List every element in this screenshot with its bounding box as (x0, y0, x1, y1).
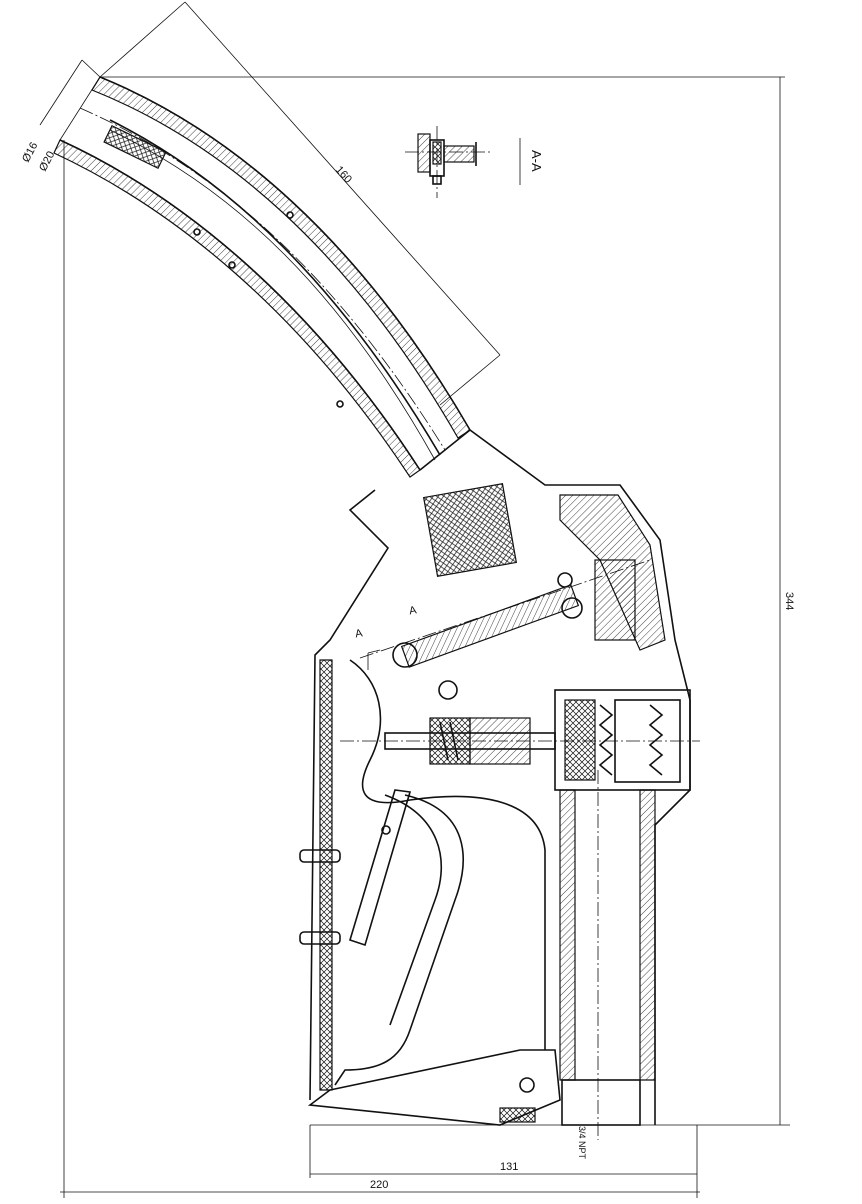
dim-handle-width: 131 (500, 1161, 518, 1173)
dim-total-width: 220 (370, 1179, 388, 1191)
dim-height: 344 (783, 592, 795, 610)
section-markers: A A (354, 604, 418, 670)
bottom-dimensions: 131 220 (309, 1125, 698, 1198)
spout-spring-dot (286, 211, 294, 219)
section-detail: A-A (405, 126, 544, 198)
dimension-frame (60, 76, 790, 1198)
upper-housing (309, 428, 691, 1125)
dim-diameter-16: Ø16 (20, 140, 40, 164)
section-mark-lower: A (354, 627, 364, 640)
section-mark-upper: A (408, 604, 418, 617)
guard-pins (299, 849, 341, 945)
main-valve (340, 680, 700, 791)
trigger-lever (334, 789, 464, 1086)
thread-label: 3/4 NPT (577, 1126, 587, 1160)
spout (53, 76, 471, 478)
dim-spout-length: 160 (333, 164, 354, 186)
section-title: A-A (529, 150, 544, 172)
handle-body (307, 659, 656, 1140)
